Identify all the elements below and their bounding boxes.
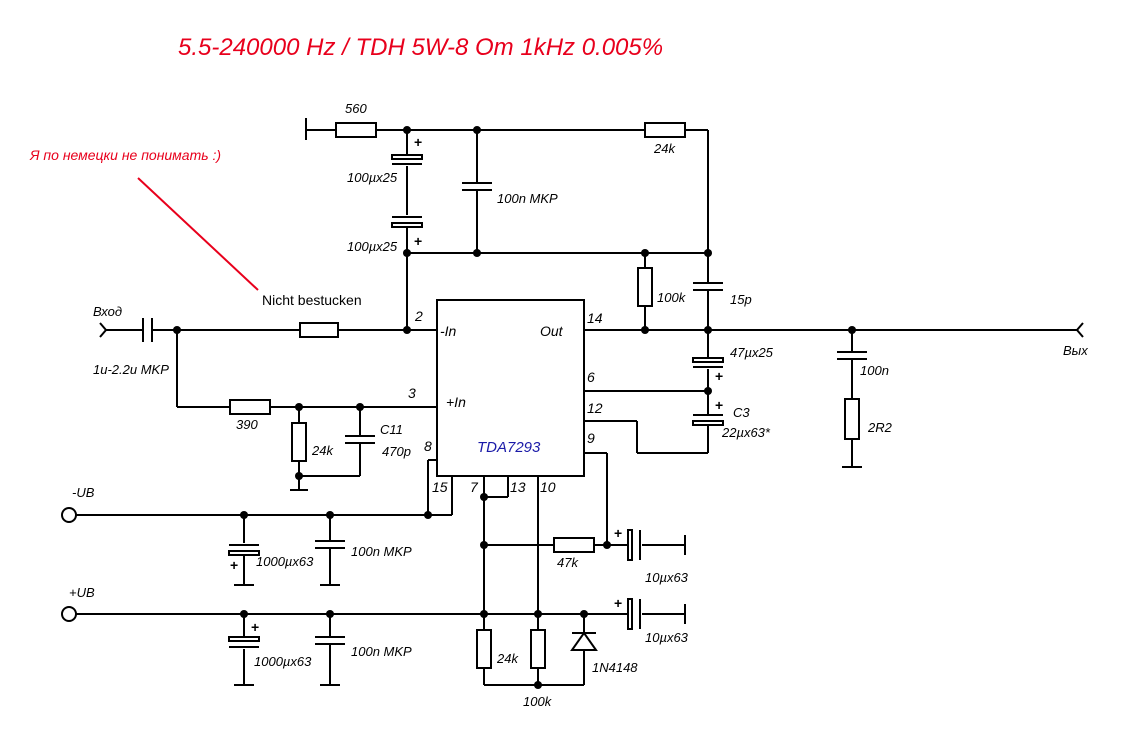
label-c100n-top: 100n MKP (497, 191, 558, 206)
label-c47u: 47µx25 (730, 345, 774, 360)
plus-4: + (715, 397, 723, 413)
ic-pin-in-neg: -In (440, 323, 457, 339)
label-c-in: 1u-2.2u MKP (93, 362, 169, 377)
label-c1000-pos: 1000µx63 (254, 654, 312, 669)
plus-3: + (715, 368, 723, 384)
note-ru: Я по немецки не понимать :) (29, 147, 221, 163)
label-r47k: 47k (557, 555, 579, 570)
pin-9: 9 (587, 430, 595, 446)
label-c1000-neg: 1000µx63 (256, 554, 314, 569)
pin-2: 2 (414, 308, 423, 324)
label-c100u-b: 100µx25 (347, 239, 398, 254)
label-neg-supply: -UB (72, 485, 95, 500)
ic-body (436, 299, 585, 477)
output-network: + + (584, 322, 1084, 468)
label-c100n-out: 100n (860, 363, 889, 378)
label-r100k-bot: 100k (523, 694, 553, 709)
plus-7: + (614, 525, 622, 541)
label-c10u-b: 10µx63 (645, 630, 689, 645)
label-r24k-bot: 24k (496, 651, 519, 666)
pin-14: 14 (587, 310, 603, 326)
pin-7: 7 (470, 479, 479, 495)
ic-name: TDA7293 (477, 439, 541, 456)
label-c100n-pos: 100n MKP (351, 644, 412, 659)
plus-5: + (230, 557, 238, 573)
plus-8: + (614, 595, 622, 611)
label-input: Вход (93, 304, 122, 319)
label-r24k-top: 24k (653, 141, 676, 156)
label-c10u-a: 10µx63 (645, 570, 689, 585)
pin-12: 12 (587, 400, 603, 416)
label-c3-name: C3 (733, 405, 750, 420)
note-de: Nicht bestucken (262, 292, 362, 308)
label-diode: 1N4148 (592, 660, 638, 675)
label-c100u-a: 100µx25 (347, 170, 398, 185)
pin-15: 15 (432, 479, 448, 495)
label-r390: 390 (236, 417, 258, 432)
pin-10: 10 (540, 479, 556, 495)
pin-3: 3 (408, 385, 416, 401)
label-r560: 560 (345, 101, 367, 116)
label-c3-val: 22µx63* (721, 425, 771, 440)
top-network: + + (305, 118, 723, 330)
ic-pin-out: Out (540, 323, 564, 339)
supply-network: + + + (61, 452, 686, 689)
label-c11-name: C11 (380, 422, 403, 437)
label-pos-supply: +UB (69, 585, 95, 600)
plus-1: + (414, 134, 422, 150)
label-c15p: 15p (730, 292, 752, 307)
pin-8: 8 (424, 438, 432, 454)
label-r2r2: 2R2 (867, 420, 893, 435)
plus-6: + (251, 619, 259, 635)
ic-pin-in-pos: +In (446, 394, 466, 410)
plus-2: + (414, 233, 422, 249)
pin-13: 13 (510, 479, 526, 495)
note-arrow (137, 177, 259, 291)
label-c11-val: 470p (382, 444, 411, 459)
input-network (99, 318, 437, 491)
label-c100n-neg: 100n MKP (351, 544, 412, 559)
title: 5.5-240000 Hz / TDH 5W-8 Om 1kHz 0.005% (178, 34, 663, 61)
label-output: Вых (1063, 343, 1088, 358)
label-r100k-fb: 100k (657, 290, 687, 305)
pin-6: 6 (587, 369, 595, 385)
label-r24k-in: 24k (311, 443, 334, 458)
